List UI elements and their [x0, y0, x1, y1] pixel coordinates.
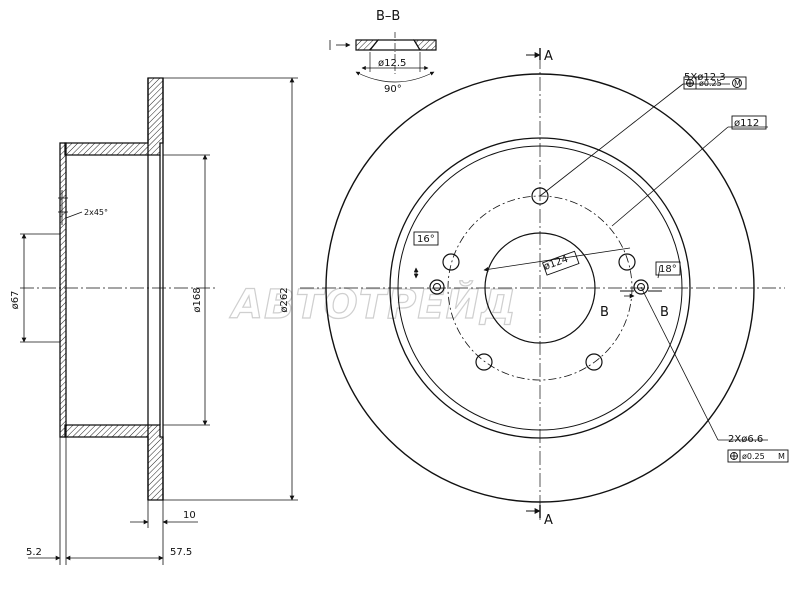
tolerance-locator-value: ø0.25 [742, 452, 765, 461]
watermark: АВТОТРЕЙД [229, 280, 517, 328]
section-label-a-bottom: A [544, 513, 553, 528]
tolerance-frame-locator [727, 449, 789, 463]
bolt-hole [475, 353, 493, 371]
dim-center-bore: ø124 [542, 254, 569, 273]
locator-hole [429, 279, 445, 295]
dim-hat: ø168 [192, 287, 203, 312]
section-detail [329, 32, 437, 83]
front-view [300, 48, 785, 520]
section-title: B–B [376, 9, 400, 24]
dim-section-angle: 90° [384, 84, 402, 95]
tolerance-frame-bolt [683, 76, 747, 90]
bolt-hole [585, 353, 603, 371]
angle-left-frame [413, 231, 439, 246]
dim-bore: ø67 [10, 291, 21, 310]
locator-hole-inner [433, 283, 441, 291]
locator-hole-inner [637, 283, 645, 291]
locator-hole [633, 279, 649, 295]
center-bore-frame [541, 250, 580, 276]
dim-section-hole: ø12.5 [378, 58, 406, 69]
dim-offset-left: 5.2 [26, 547, 42, 558]
pcd-frame [731, 115, 767, 130]
dim-pcd: ø112 [734, 118, 759, 129]
dim-angle-right: 18° [659, 264, 677, 275]
tolerance-bolt-value: ø0.25 [699, 79, 722, 88]
tolerance-locator-mod: M [778, 452, 785, 461]
angle-right-frame [655, 261, 681, 276]
dim-thickness: 10 [183, 510, 196, 521]
bolt-hole [442, 253, 460, 271]
section-label-b-left: B [600, 305, 609, 320]
dim-height: 57.5 [170, 547, 192, 558]
tolerance-bolt-mod: M [734, 79, 741, 88]
dim-angle-left: 16° [417, 234, 435, 245]
dim-outer: ø262 [279, 287, 290, 312]
bolt-hole [618, 253, 636, 271]
dim-chamfer: 2x45° [84, 208, 108, 217]
section-label-b-right: B [660, 305, 669, 320]
dim-bolt-holes: 5Xø12.3 [684, 72, 726, 83]
section-label-a-top: A [544, 49, 553, 64]
side-view [20, 77, 298, 565]
hat-wall [59, 142, 67, 438]
dim-locator-holes: 2Xø6.6 [728, 434, 763, 445]
